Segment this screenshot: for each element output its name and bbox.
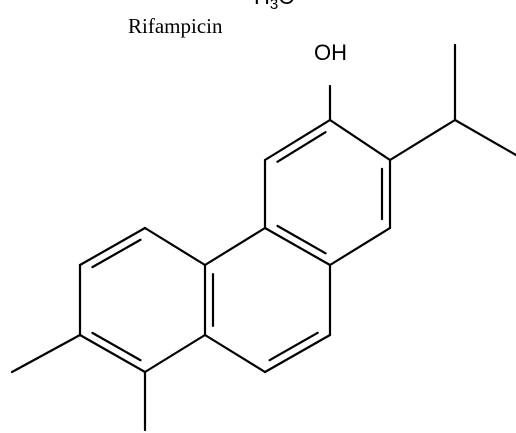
bond-C1-C10a [328,226,392,267]
h3c-subscript: 3 [270,0,278,13]
bond-C10a-C4a [263,226,332,267]
bond-C7-Me7 [10,333,82,374]
bond-inner-C3-C4 [276,131,327,163]
bond-C7-C8 [78,333,147,374]
clipped-h3c-label: H3C [254,0,294,13]
bond-inner-C7-C8 [91,331,142,362]
bond-C2-CH [388,118,457,162]
atom-label-layer: OH [314,40,347,65]
bond-C10-C9 [263,333,332,374]
bond-C3-C4 [263,118,332,162]
bond-C5-C6 [78,226,147,267]
h3c-suffix: C [278,0,294,9]
hydroxyl-label: OH [314,40,347,65]
bond-C4b-C5 [143,226,207,267]
bond-C8-C8a [143,333,207,374]
bond-inner-C10a-C4a [276,224,327,255]
h3c-prefix: H [254,0,270,9]
top-caption: Rifampicin H3C [128,0,294,38]
bond-inner-C10-C9 [268,331,319,362]
bond-C9-C8a [203,333,267,374]
bond-CH-Me2 [453,118,516,157]
bond-C3-C2 [328,118,392,162]
bond-inner-C5-C6 [91,238,142,269]
caption-rifampicin: Rifampicin [128,14,223,38]
bond-layer [10,43,516,432]
bond-C4b-C4a [203,226,267,267]
